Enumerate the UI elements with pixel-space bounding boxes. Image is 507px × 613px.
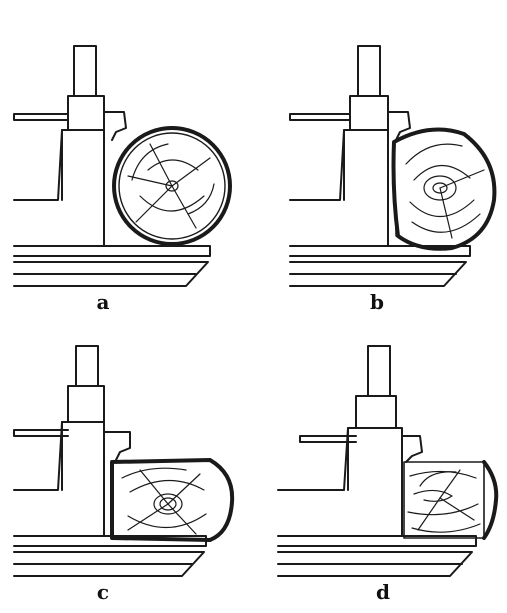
set-rod [289,113,351,121]
panel-c [13,345,235,577]
panel-label-c: c [96,580,110,604]
knee-block [13,421,105,537]
carriage-base [13,245,211,257]
panel-a [13,45,232,287]
dog [103,431,131,461]
post [73,45,97,97]
collar [349,95,389,131]
dog [387,111,411,141]
set-rod [13,113,69,121]
log-grain [121,467,207,535]
post [75,345,99,387]
collar [355,395,397,429]
knee-block [277,427,403,537]
panel-b [289,45,497,287]
bark-edge [482,460,499,540]
log [110,458,235,542]
set-rod [299,435,357,443]
panel-label-d: d [376,580,390,604]
cut-face [393,141,397,237]
log-grain [127,143,215,229]
collar [67,95,105,131]
log-grain [405,143,485,239]
post [367,345,391,397]
knee-block [13,129,105,247]
carriage-base [277,535,477,547]
panel-d [277,345,499,577]
post [357,45,381,97]
knee-block [289,129,389,247]
dog [401,435,423,463]
dog [103,111,127,141]
collar [67,385,105,423]
set-rod [13,429,69,437]
carriage-base [289,245,471,257]
panel-label-b: b [370,290,384,314]
log [391,127,497,251]
panel-label-a: a [96,290,110,314]
log-grain [407,469,481,533]
log [112,126,232,246]
